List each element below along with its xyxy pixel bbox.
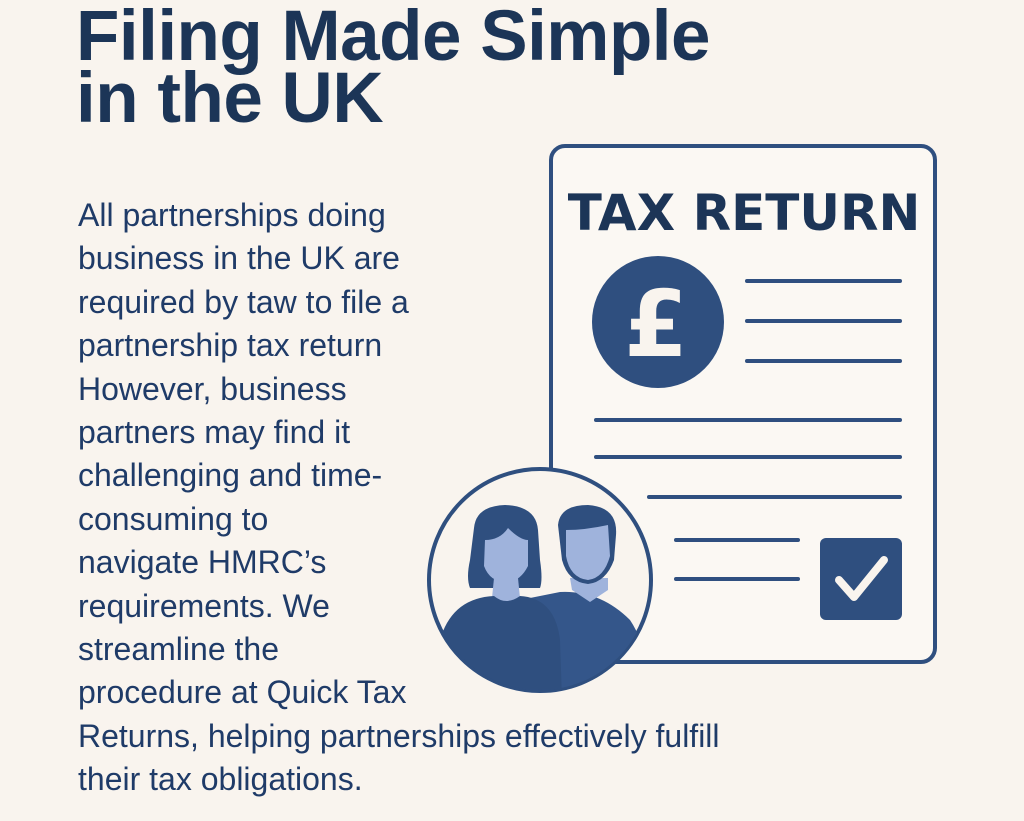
body-line: partnership tax return [78, 327, 383, 364]
body-line: procedure at Quick Tax [78, 674, 407, 711]
currency-symbol: £ [624, 271, 688, 378]
body-line: required by taw to file a [78, 283, 409, 320]
pound-icon: £ [592, 256, 724, 388]
body-line: All partnerships doing [78, 197, 386, 233]
body-line: partners may find it [78, 414, 351, 451]
document-lines [594, 279, 902, 581]
tax-return-document: TAX RETURN £ [549, 144, 937, 664]
page-title: Filing Made Simple in the UK [76, 0, 711, 138]
body-line: However, business [78, 370, 347, 407]
body-line: business in the UK are [78, 240, 400, 277]
title-line: Filing Made Simple [76, 0, 711, 76]
body-paragraph: All partnerships doing business in the U… [78, 194, 720, 802]
body-line: navigate HMRC’s [78, 544, 327, 581]
body-line: requirements. We [78, 587, 330, 624]
checkbox-checked-icon [820, 538, 902, 620]
partners-avatar-icon [427, 467, 653, 693]
body-line: challenging and time- [78, 457, 383, 494]
body-line: Returns, helping partnerships effectivel… [78, 717, 720, 754]
body-line: consuming to [78, 500, 269, 537]
title-line: in the UK [76, 59, 384, 138]
body-line: streamline the [78, 631, 279, 668]
document-heading: TAX RETURN [568, 184, 921, 242]
body-line: their tax obligations. [78, 761, 363, 798]
